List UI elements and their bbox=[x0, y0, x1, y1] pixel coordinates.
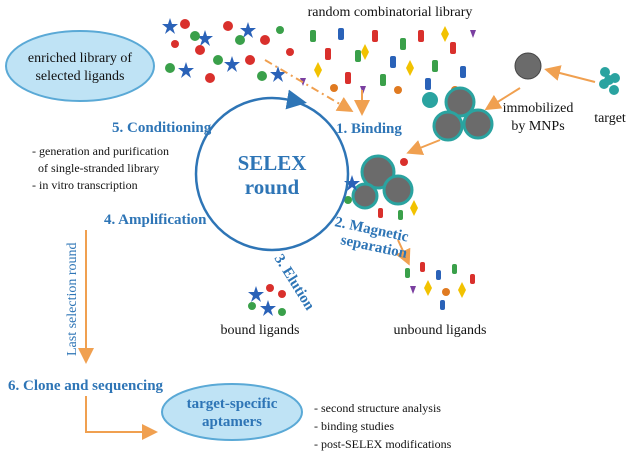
aptamers-label-2: aptamers bbox=[202, 414, 262, 430]
step-elution: 3. Elution bbox=[271, 252, 318, 314]
immobilize-arrow bbox=[484, 87, 521, 111]
target-label: target bbox=[594, 111, 626, 126]
random-library-cluster bbox=[300, 26, 476, 94]
step-amplification: 4. Amplification bbox=[104, 212, 207, 228]
unbound-arrow bbox=[395, 239, 411, 266]
unbound-ligands-cluster bbox=[405, 262, 475, 310]
target-arrow bbox=[544, 65, 596, 83]
enriched-library-cluster bbox=[162, 18, 294, 83]
mnp-target-complex bbox=[422, 86, 494, 142]
step-binding: 1. Binding bbox=[336, 121, 402, 137]
complex-to-binding-arrow bbox=[406, 139, 441, 155]
step-conditioning: 5. Conditioning bbox=[112, 120, 212, 136]
random-library-label: random combinatorial library bbox=[308, 5, 473, 20]
bound-ligands-label: bound ligands bbox=[221, 323, 300, 338]
bound-ligands-cluster bbox=[248, 284, 286, 316]
aptamer-note-1: - second structure analysis bbox=[314, 401, 441, 415]
bound-complex bbox=[344, 154, 418, 220]
enriched-library-label-1: enriched library of bbox=[28, 51, 133, 66]
aptamer-arrow bbox=[85, 396, 158, 440]
aptamers-label-1: target-specific bbox=[187, 396, 278, 412]
immobilized-label-2: by MNPs bbox=[511, 119, 564, 134]
aptamer-note-3: - post-SELEX modifications bbox=[314, 437, 452, 451]
selex-title-1: SELEX bbox=[238, 151, 307, 175]
step-clone-sequencing: 6. Clone and sequencing bbox=[8, 378, 164, 394]
selex-cycle bbox=[194, 96, 350, 252]
mnp-bead bbox=[514, 52, 542, 80]
aptamer-note-2: - binding studies bbox=[314, 419, 394, 433]
recycle-arrow bbox=[264, 59, 354, 113]
last-selection-round-label: Last selection round bbox=[65, 242, 80, 356]
unbound-ligands-label: unbound ligands bbox=[394, 323, 487, 338]
enriched-library-oval bbox=[5, 30, 155, 102]
aptamers-oval bbox=[161, 383, 303, 441]
selex-title-2: round bbox=[245, 175, 300, 199]
cycle-arrowhead bbox=[285, 89, 307, 110]
conditioning-note-1: - generation and purification bbox=[32, 144, 169, 158]
immobilized-label-1: immobilized bbox=[503, 101, 574, 116]
conditioning-note-2: of single-stranded library bbox=[32, 161, 159, 175]
conditioning-note-3: - in vitro transcription bbox=[32, 178, 138, 192]
enriched-library-label-2: selected ligands bbox=[35, 69, 124, 84]
target-cluster bbox=[599, 67, 620, 95]
